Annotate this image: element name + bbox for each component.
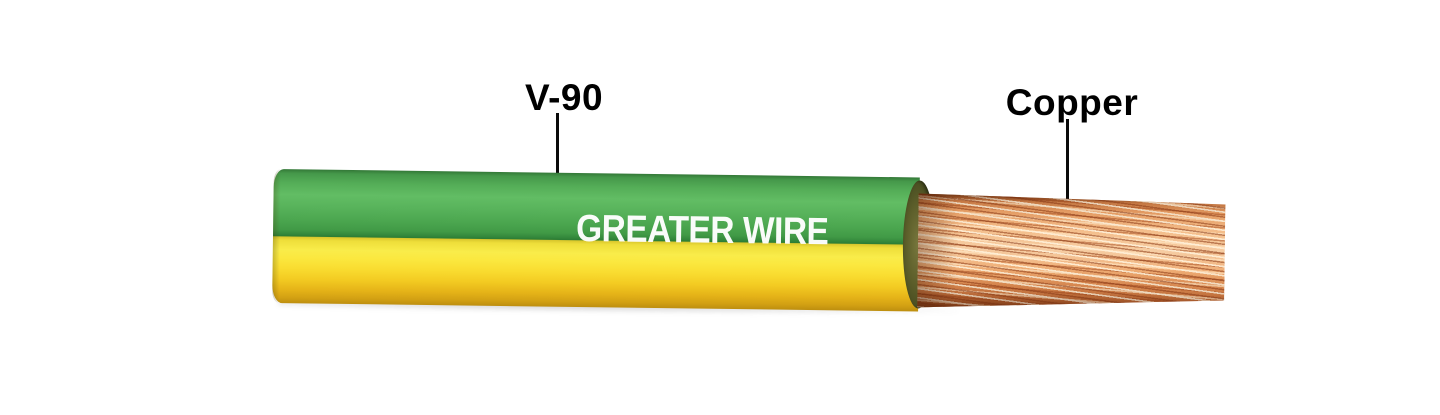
- cable-image: GREATER WIRE: [272, 169, 1226, 317]
- brand-text: GREATER WIRE: [575, 207, 829, 254]
- conductor-callout-label: Copper: [1005, 82, 1139, 123]
- copper-conductor-strands: [917, 193, 1225, 311]
- insulation-callout-label: V-90: [524, 77, 604, 118]
- conductor-leader-line: [1066, 119, 1069, 200]
- insulation-leader-line: [556, 113, 559, 196]
